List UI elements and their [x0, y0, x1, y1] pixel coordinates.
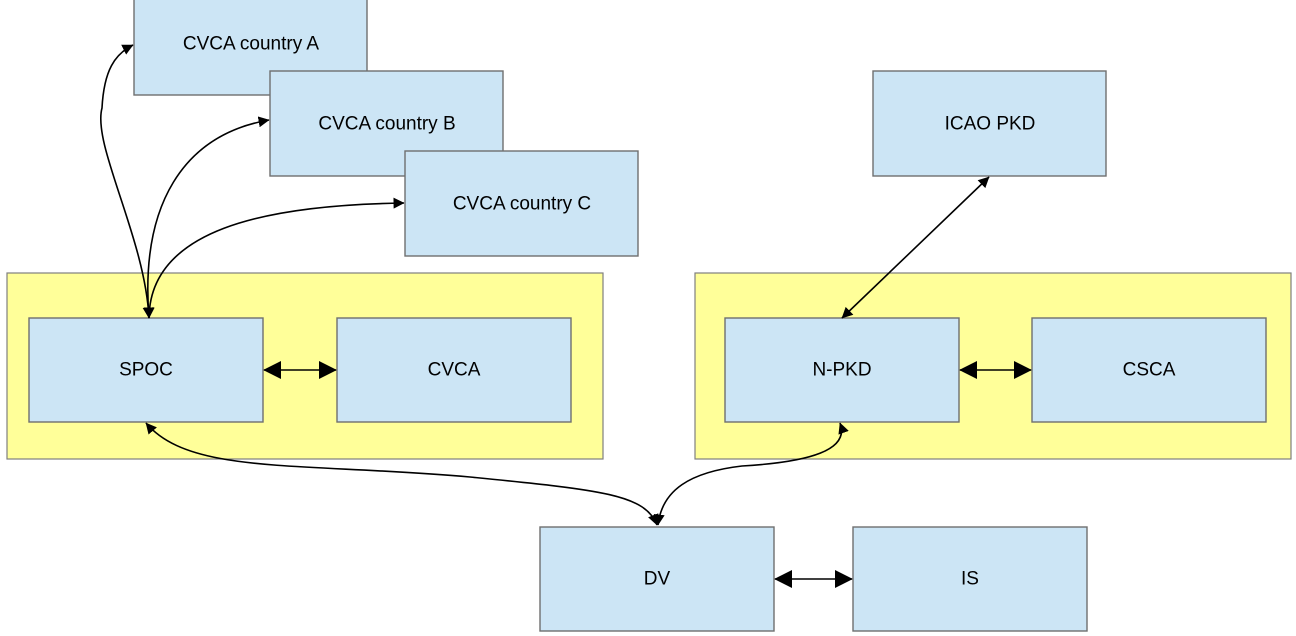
edge-n-pkd-dv [653, 422, 849, 526]
edge-spoc-cvca-country-c [143, 197, 405, 319]
node-label: SPOC [119, 360, 173, 381]
node-label: ICAO PKD [945, 114, 1036, 135]
node-label: CVCA country A [183, 34, 320, 55]
node-icao-pkd[interactable]: ICAO PKD [872, 70, 1107, 177]
node-dv[interactable]: DV [539, 526, 775, 632]
node-label: CVCA country B [318, 114, 455, 135]
node-is[interactable]: IS [852, 526, 1088, 632]
node-label: CVCA country C [453, 194, 591, 215]
node-n-pkd[interactable]: N-PKD [724, 317, 960, 423]
node-cvca-country-c[interactable]: CVCA country C [404, 150, 639, 257]
node-label: CVCA [428, 360, 481, 381]
node-label: IS [961, 569, 979, 590]
node-cvca-country-b[interactable]: CVCA country B [269, 70, 504, 177]
node-label: DV [644, 569, 671, 590]
node-csca[interactable]: CSCA [1031, 317, 1267, 423]
node-cvca[interactable]: CVCA [336, 317, 572, 423]
edge-spoc-cvca-country-a [100, 44, 154, 319]
edge-spoc-dv [145, 422, 659, 526]
node-label: N-PKD [812, 360, 871, 381]
edge-n-pkd-icao-pkd [841, 176, 990, 319]
node-spoc[interactable]: SPOC [28, 317, 264, 423]
node-label: CSCA [1123, 360, 1176, 381]
